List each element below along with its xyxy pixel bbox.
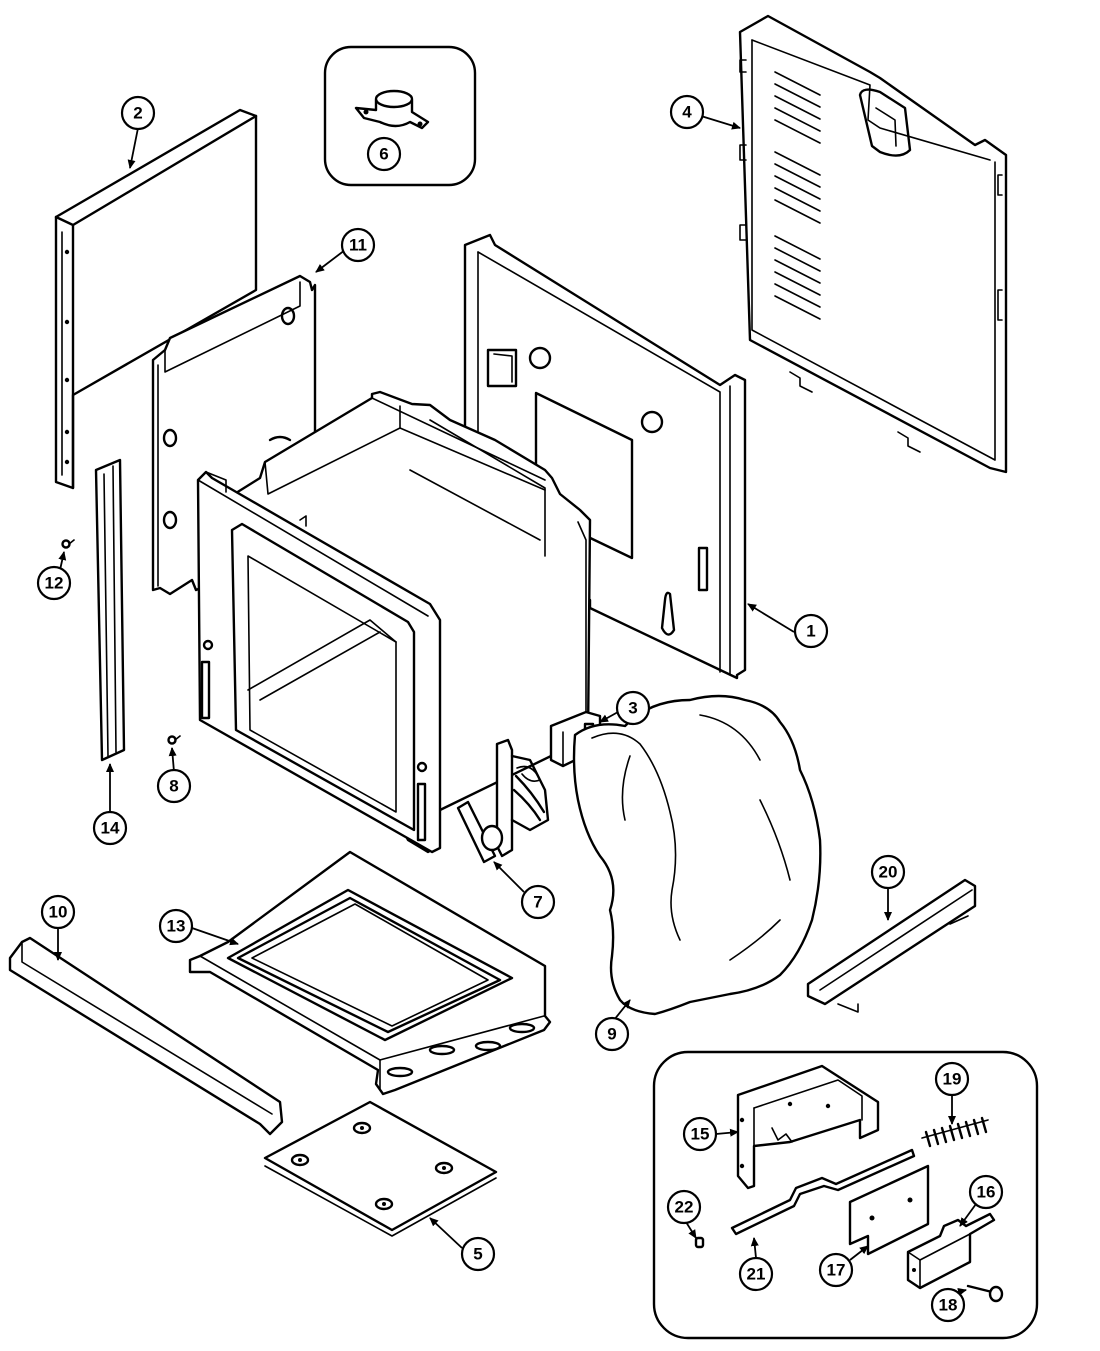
callout-label: 6 (379, 145, 388, 164)
callout-label: 21 (747, 1265, 766, 1284)
rear-cover-part-4 (738, 14, 1008, 474)
screw-part-12 (61, 539, 75, 549)
trim-strip-part-14 (94, 458, 126, 762)
switch-part-16 (906, 1212, 996, 1290)
callout-15: 15 (682, 1116, 718, 1152)
callout-12: 12 (36, 565, 72, 601)
callout-label: 1 (806, 622, 815, 641)
callout-label: 13 (167, 917, 186, 936)
screw-part-18 (966, 1284, 1004, 1303)
callout-6: 6 (366, 136, 402, 172)
callout-label: 19 (943, 1070, 962, 1089)
callout-18: 18 (930, 1287, 966, 1323)
callout-label: 8 (169, 777, 178, 796)
callout-label: 17 (827, 1261, 846, 1280)
callout-3: 3 (615, 690, 651, 726)
trim-part-20 (806, 878, 977, 1013)
bottom-frame-part-13 (188, 850, 552, 1096)
bottom-panel-part-5 (263, 1100, 498, 1237)
pin-part-22 (694, 1236, 705, 1249)
callout-14: 14 (92, 810, 128, 846)
side-panel-part-2 (54, 108, 258, 490)
callout-label: 14 (101, 819, 120, 838)
callout-16: 16 (968, 1174, 1004, 1210)
callout-label: 16 (977, 1183, 996, 1202)
callout-1: 1 (793, 613, 829, 649)
inset-box-part-6 (323, 45, 477, 187)
callout-label: 18 (939, 1296, 958, 1315)
callout-13: 13 (158, 908, 194, 944)
callout-11: 11 (340, 227, 376, 263)
callout-label: 2 (133, 104, 142, 123)
thermal-fuse-part (354, 89, 430, 130)
callout-22: 22 (666, 1189, 702, 1225)
screw-part-8 (167, 735, 181, 745)
callout-4: 4 (669, 94, 705, 130)
callout-5: 5 (460, 1236, 496, 1272)
callout-label: 12 (45, 574, 64, 593)
callout-label: 7 (533, 893, 542, 912)
latch-bracket-part-15 (736, 1064, 880, 1190)
front-trim-part-10 (8, 936, 284, 1136)
callout-label: 22 (675, 1198, 694, 1217)
callout-21: 21 (738, 1256, 774, 1292)
callout-label: 11 (349, 236, 367, 255)
callout-label: 15 (691, 1125, 710, 1144)
callout-label: 20 (879, 863, 898, 882)
insulation-part-9 (572, 694, 822, 1016)
callout-17: 17 (818, 1252, 854, 1288)
callout-2: 2 (120, 95, 156, 131)
inset-box-latch-assembly (652, 1050, 1039, 1340)
callout-10: 10 (40, 894, 76, 930)
callout-label: 9 (607, 1025, 616, 1044)
callout-label: 4 (682, 103, 692, 122)
callout-label: 10 (49, 903, 68, 922)
callout-19: 19 (934, 1061, 970, 1097)
callout-label: 3 (628, 699, 637, 718)
latch-rod-part-21 (730, 1148, 916, 1236)
oven-cavity (196, 390, 592, 854)
callout-8: 8 (156, 768, 192, 804)
callout-9: 9 (594, 1016, 630, 1052)
callout-20: 20 (870, 854, 906, 890)
hinge-part-7 (456, 738, 550, 864)
spring-part-19 (921, 1116, 989, 1148)
callout-label: 5 (473, 1245, 482, 1264)
callout-7: 7 (520, 884, 556, 920)
